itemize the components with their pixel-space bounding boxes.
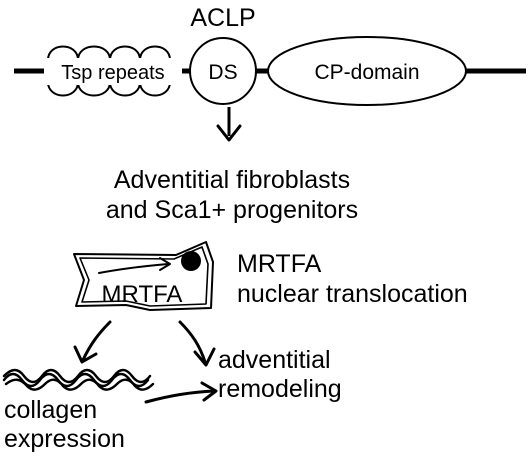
translocation-arrow — [98, 263, 169, 274]
collagen-strand-3 — [4, 378, 155, 391]
cell: MRTFA — [73, 241, 214, 311]
collagen-helix — [2, 368, 155, 391]
target-cells-line2: and Sca1+ progenitors — [106, 196, 358, 224]
remodeling-line2: remodeling — [218, 375, 342, 403]
arrow-to-collagen-head — [73, 345, 98, 364]
ds-label: DS — [208, 61, 237, 84]
arrow-down — [216, 107, 242, 142]
ds-domain: DS — [189, 37, 257, 105]
nucleus-dot — [181, 251, 201, 271]
protein-name: ACLP — [190, 4, 255, 32]
cp-domain: CP-domain — [267, 36, 467, 106]
event-line2: nuclear translocation — [237, 280, 468, 308]
collagen-line1: collagen — [4, 396, 97, 424]
arrow-collagen-to-remodeling-shaft — [144, 389, 216, 404]
cp-domain-ellipse — [267, 36, 467, 106]
arrow-to-remodeling — [178, 320, 216, 367]
tsp-repeats-domain: Tsp repeats — [44, 45, 182, 97]
cell-outline-outer — [73, 241, 214, 311]
tsp-repeats-label: Tsp repeats — [61, 62, 164, 84]
arrow-to-remodeling-head — [193, 347, 216, 367]
cell-label: MRTFA — [102, 281, 183, 308]
ds-circle — [189, 37, 257, 105]
event-line1: MRTFA — [237, 250, 322, 278]
arrow-collagen-to-remodeling-head — [200, 381, 218, 402]
cp-domain-label: CP-domain — [314, 61, 419, 84]
arrow-to-remodeling-shaft — [178, 320, 207, 364]
collagen-line2: expression — [4, 425, 125, 453]
target-cells-line1: Adventitial fibroblasts — [114, 166, 350, 194]
translocation-arrow-head — [159, 257, 171, 271]
remodeling-line1: adventitial — [218, 346, 331, 374]
arrow-to-collagen-shaft — [81, 320, 112, 362]
arrow-down-head — [216, 124, 242, 142]
arrow-collagen-to-remodeling — [144, 381, 218, 404]
arrow-to-collagen — [73, 320, 112, 364]
tsp-label-backing — [44, 58, 182, 85]
